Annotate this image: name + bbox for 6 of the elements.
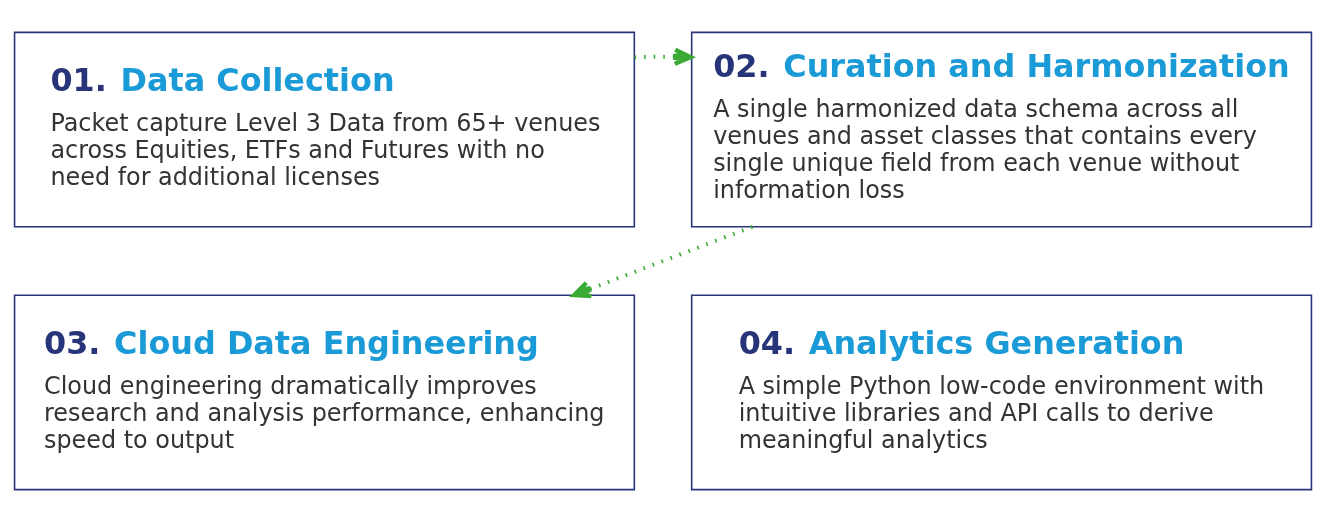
node-box: 04. Analytics Generation A simple Python low-code environment with intuitive libraries and API calls to derive meaningful analytics (690, 294, 1313, 491)
node-box: 03. Cloud Data Engineering Cloud engineering dramatically improves research and analysis performance, enhancing speed to output (13, 294, 636, 491)
node-box: 01. Data Collection Packet capture Level 3 Data from 65+ venues across Equities, ETFs and Futures with no need for additional licenses (13, 31, 636, 228)
arrow (571, 224, 754, 299)
node-box: 02. Curation and Harmonization A single harmonized data schema across all venues and asset classes that contains every single unique field from each venue without information loss (690, 31, 1313, 228)
arrow (634, 47, 694, 66)
